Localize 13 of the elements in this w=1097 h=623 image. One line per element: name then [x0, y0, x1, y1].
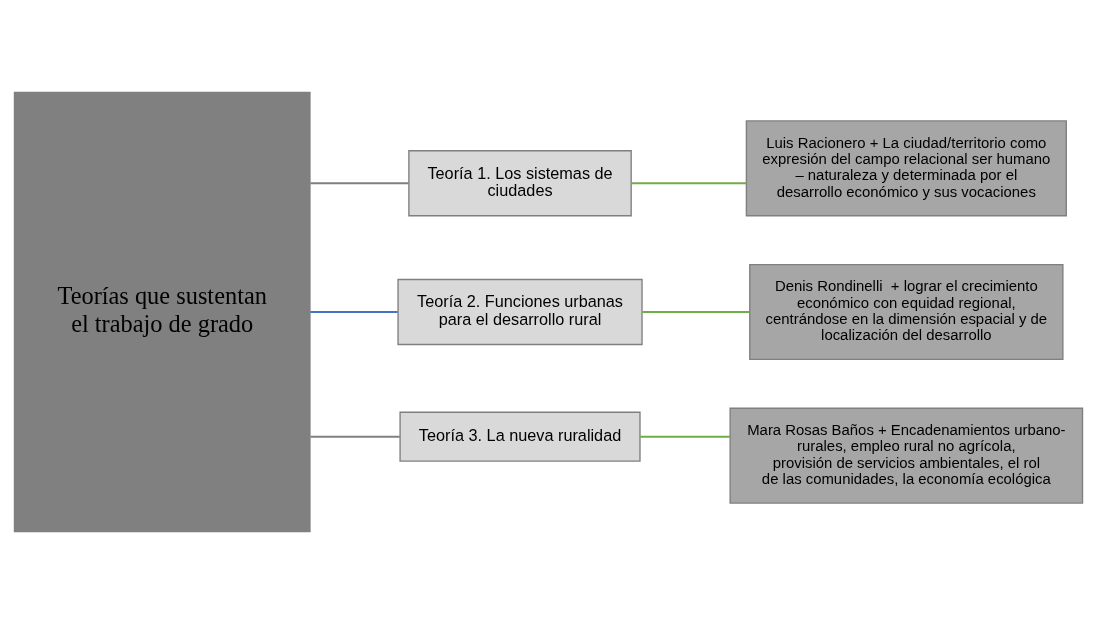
connector [640, 435, 730, 438]
connector [310, 310, 398, 313]
node-box: Teorías que sustentan el trabajo de grado [13, 91, 311, 532]
node-box: Teoría 3. La nueva ruralidad [399, 411, 641, 462]
node-box: Teoría 1. Los sistemas de ciudades [408, 149, 632, 216]
connector [631, 181, 747, 184]
node-box: Luis Racionero + La ciudad/territorio como expresión del campo relacional ser humano – naturaleza y determinada por el desarrollo económico y sus vocaciones [745, 119, 1067, 216]
connector [310, 181, 409, 184]
node-box: Denis Rondinelli + lograr el crecimiento económico con equidad regional, centrándose en la dimensión espacial y de localización del desarrollo [749, 263, 1064, 360]
node-box: Mara Rosas Baños + Encadenamientos urbano-rurales, empleo rural no agrícola, provisión de servicios ambientales, el rol de las comunidades, la economía ecológica [729, 407, 1084, 504]
node-box: Teoría 2. Funciones urbanas para el desarrollo rural [397, 278, 643, 345]
connector [310, 435, 400, 438]
connector [642, 310, 750, 313]
